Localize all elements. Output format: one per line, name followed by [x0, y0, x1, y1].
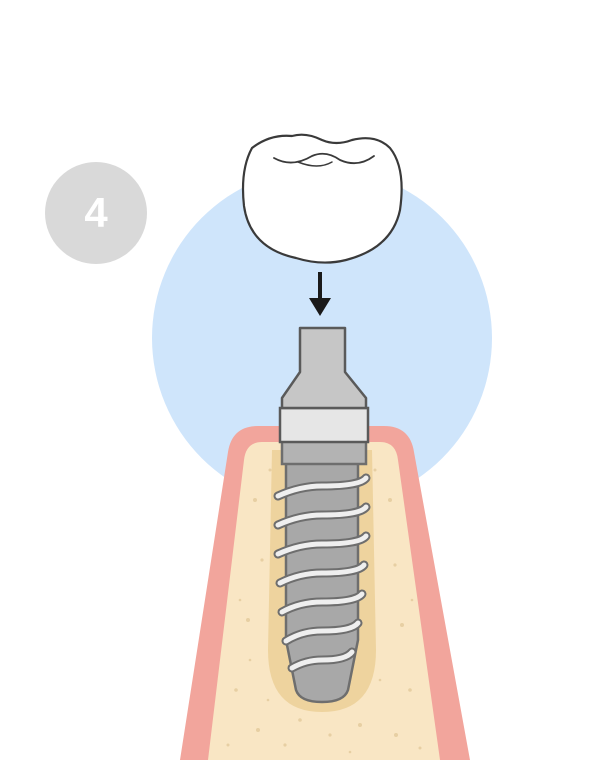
step-number: 4 — [84, 189, 108, 236]
bone-texture — [226, 468, 422, 754]
step-badge: 4 — [45, 162, 147, 264]
tooth-crown-icon — [241, 133, 403, 264]
implant-platform — [280, 438, 368, 466]
abutment — [280, 326, 368, 410]
implant-collar — [278, 406, 370, 444]
screw-threads-highlight — [275, 475, 369, 671]
down-arrow-icon — [309, 272, 331, 316]
